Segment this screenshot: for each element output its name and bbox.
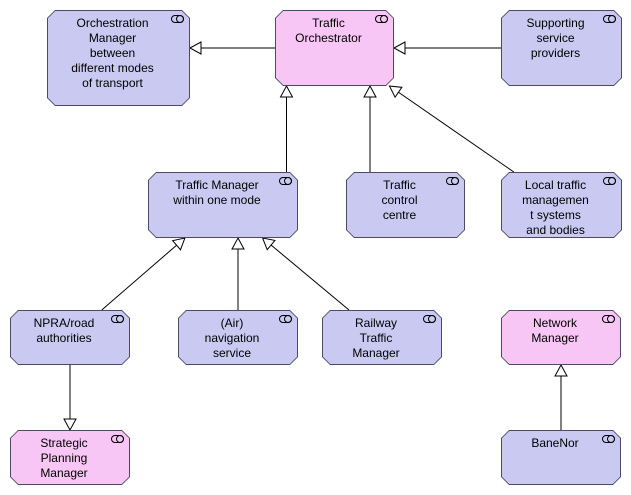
role-icon [375,15,388,23]
relation-local_traffic_management-to-traffic_orchestrator[interactable] [388,85,515,173]
node-local-traffic-management[interactable]: Local traffic managemen t systems and bo… [501,172,622,238]
node-air-navigation-service[interactable]: (Air) navigation service [178,310,298,365]
node-label: Railway Traffic Manager [352,316,400,360]
node-label: NPRA/road authorities [33,316,95,345]
role-icon [171,15,184,23]
node-npra-road-authorities[interactable]: NPRA/road authorities [10,310,130,365]
relation-npra-to-traffic_manager_one_mode[interactable] [101,237,186,311]
node-label: Strategic Planning Manager [40,436,88,480]
node-orchestration-manager[interactable]: Orchestration Manager between different … [47,10,190,106]
role-icon [279,177,292,185]
relation-supporting_providers-to-traffic_orchestrator[interactable] [392,41,501,55]
relation-railway_traffic_manager-to-traffic_manager_one_mode[interactable] [261,237,350,311]
node-label: Supporting service providers [526,16,585,60]
node-label: Traffic Orchestrator [295,16,362,45]
node-traffic-orchestrator[interactable]: Traffic Orchestrator [275,10,394,86]
node-traffic-control-centre[interactable]: Traffic control centre [346,172,465,238]
relation-traffic_orchestrator-to-orchestration_manager[interactable] [188,41,275,55]
relation-traffic_manager_one_mode-to-traffic_orchestrator[interactable] [279,84,294,172]
relation-banenor-to-network_manager[interactable] [554,363,568,430]
role-icon [602,315,615,323]
node-strategic-planning-manager[interactable]: Strategic Planning Manager [10,430,130,485]
relation-traffic_control_centre-to-traffic_orchestrator[interactable] [363,84,377,172]
role-icon [111,315,124,323]
node-banenor[interactable]: BaneNor [501,430,621,485]
node-label: (Air) navigation service [204,316,260,360]
role-icon [603,177,616,185]
node-label: BaneNor [531,436,579,450]
role-icon [603,15,616,23]
relation-npra-to-strategic_planning_manager[interactable] [63,365,77,432]
node-railway-traffic-manager[interactable]: Railway Traffic Manager [322,310,442,365]
role-icon [111,435,124,443]
node-label: Orchestration Manager between different … [71,16,154,90]
node-label: Traffic control centre [381,178,418,222]
role-icon [279,315,292,323]
node-label: Traffic Manager within one mode [173,178,261,207]
role-icon [602,435,615,443]
node-supporting-service-providers[interactable]: Supporting service providers [501,10,622,86]
role-icon [423,315,436,323]
node-label: Local traffic managemen t systems and bo… [522,178,589,237]
relation-air_navigation-to-traffic_manager_one_mode[interactable] [231,236,245,310]
node-network-manager[interactable]: Network Manager [501,310,621,365]
node-label: Network Manager [531,316,579,345]
role-icon [446,177,459,185]
node-traffic-manager-within-one-mode[interactable]: Traffic Manager within one mode [148,172,298,238]
